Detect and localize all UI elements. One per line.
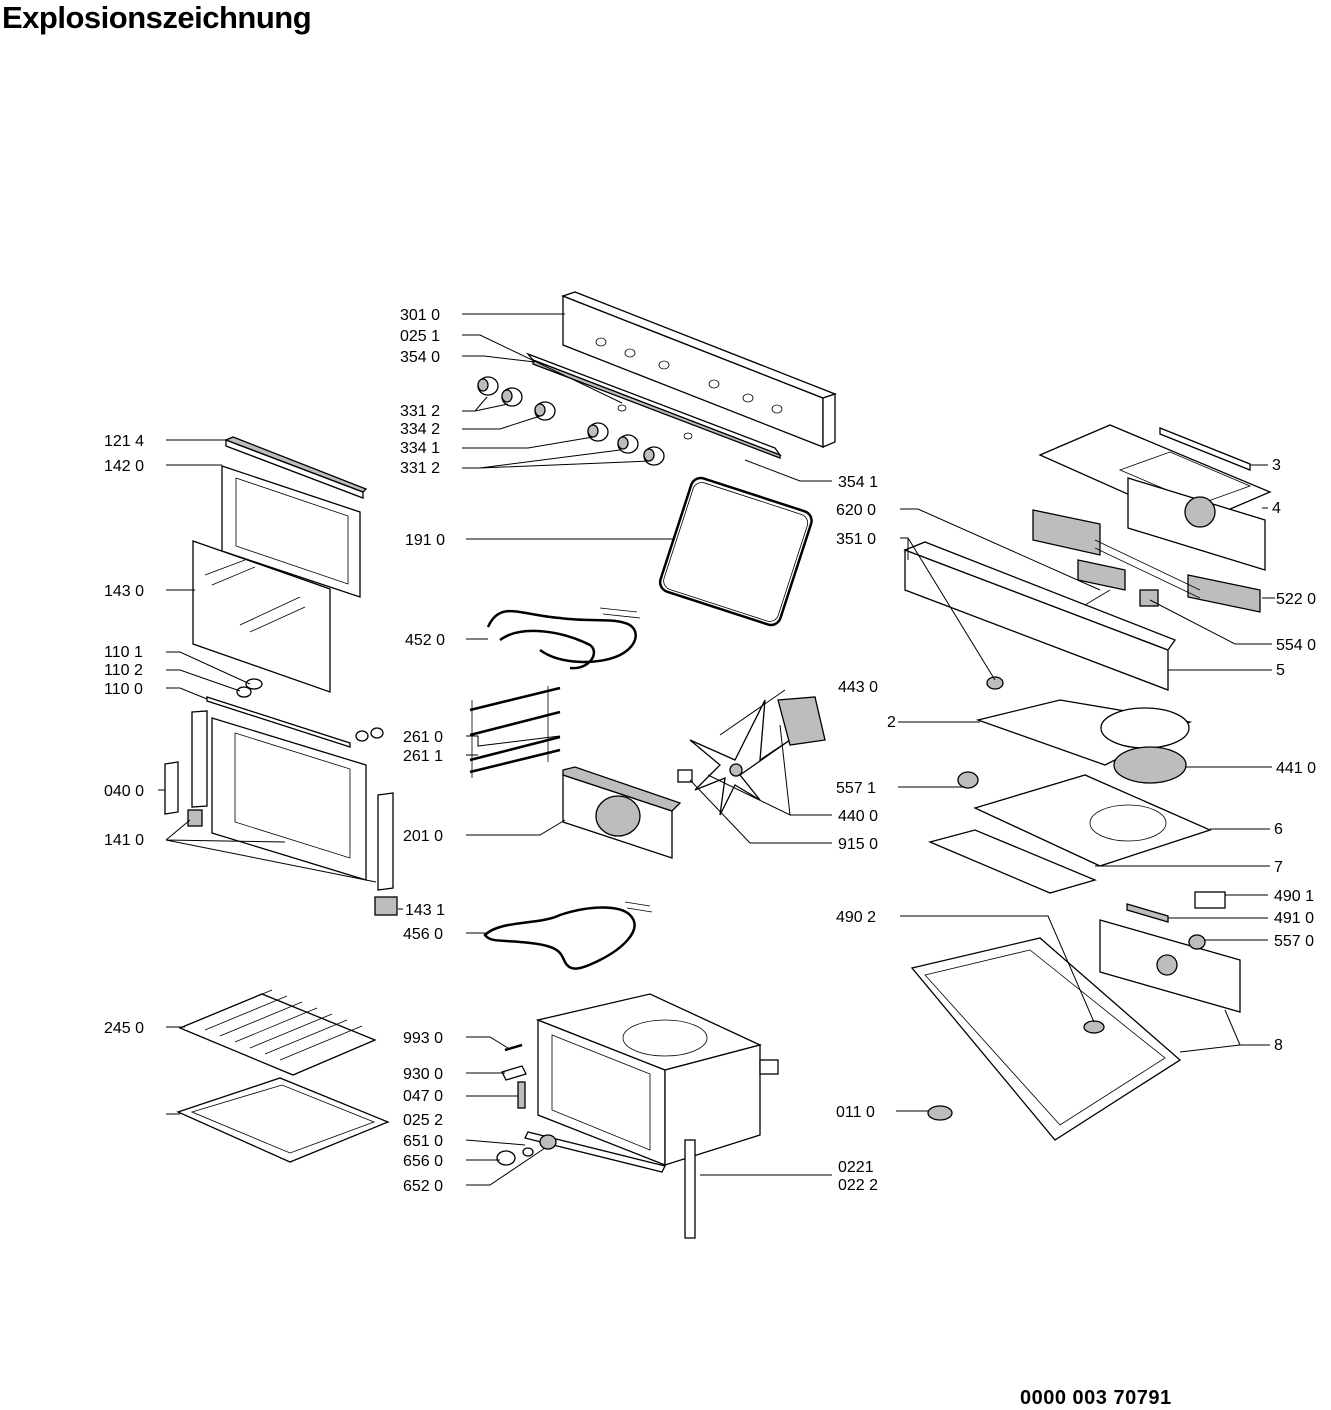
hinge-clip-parts [206,678,384,748]
baking-tray-part [176,1077,390,1163]
trim-strip-part [525,352,782,459]
part-label: 656 0 [403,1153,443,1170]
door-glass-part [192,540,331,693]
outer-housing-part [910,891,1241,1141]
part-label: 651 0 [403,1133,443,1150]
part-label: 440 0 [838,808,878,825]
part-label: 652 0 [403,1178,443,1195]
part-label: 490 2 [836,909,876,926]
top-heating-element-part [486,607,641,670]
part-label: 5 [1276,662,1285,679]
small-fastener-parts [496,1043,696,1239]
part-label: 334 2 [400,421,440,438]
part-label: 4 [1272,500,1281,517]
part-label: 351 0 [836,531,876,548]
lower-heating-element-part [483,901,653,970]
part-label: 557 1 [836,780,876,797]
part-label: 025 1 [400,328,440,345]
part-label: 143 1 [405,902,445,919]
part-label: 554 0 [1276,637,1316,654]
part-label: 047 0 [403,1088,443,1105]
rack-rail-parts [469,686,561,778]
rear-frame-part [1127,477,1266,571]
part-label: 245 0 [104,1020,144,1037]
part-label: 930 0 [403,1066,443,1083]
bottom-plate-parts [928,771,1212,894]
part-label: 490 1 [1274,888,1314,905]
part-label: 993 0 [403,1030,443,1047]
control-panel-part [561,291,837,448]
fan-cover-part [562,766,682,859]
parts-drawing [164,291,1272,1239]
part-label: 3 [1272,457,1281,474]
part-label: 110 1 [104,644,143,661]
part-label: 2 [887,714,896,731]
part-label: 191 0 [405,532,445,549]
page-title: Explosionszeichnung [2,0,312,35]
part-label: 025 2 [403,1112,443,1129]
inner-door-frame-part [221,465,361,598]
wire-shelf-part [178,989,377,1076]
part-label: 301 0 [400,307,440,324]
control-frame-part [903,541,1177,691]
part-label: 8 [1274,1037,1283,1054]
part-label: 022 2 [838,1177,878,1194]
part-label: 141 0 [104,832,144,849]
door-top-trim-part [224,436,368,499]
part-label: 201 0 [403,828,443,845]
outer-door-part [164,710,398,916]
part-label: 110 0 [104,681,143,698]
part-label: 557 0 [1274,933,1314,950]
part-label: 110 2 [104,662,143,679]
part-label: 011 0 [836,1104,875,1121]
part-label: 452 0 [405,632,445,649]
top-plate-part [975,699,1193,784]
part-labels: 301 0 025 1 354 0 331 2 334 2 334 1 331 … [104,307,1316,1195]
part-label: 261 0 [403,729,443,746]
leader-lines [158,313,1275,1186]
part-label: 142 0 [104,458,144,475]
part-label: 441 0 [1276,760,1316,777]
part-label: 143 0 [104,583,144,600]
part-label: 331 2 [400,460,440,477]
part-label: 121 4 [104,433,144,450]
knob-parts [477,376,665,466]
part-label: 443 0 [838,679,878,696]
part-label: 334 1 [400,440,440,457]
part-label: 040 0 [104,783,144,800]
part-label: 6 [1274,821,1283,838]
part-label: 7 [1274,859,1283,876]
part-label: 354 1 [838,474,878,491]
fan-assembly-part [677,696,826,816]
control-electronics-part [1032,509,1261,613]
part-label: 522 0 [1276,591,1316,608]
part-label: 915 0 [838,836,878,853]
part-label: 620 0 [836,502,876,519]
part-label: 456 0 [403,926,443,943]
part-label: 331 2 [400,403,440,420]
oven-cavity-part [535,993,779,1166]
oven-seal-part [658,476,813,627]
document-number: 0000 003 70791 [1020,1387,1172,1409]
part-label: 261 1 [403,748,443,765]
part-label: 354 0 [400,349,440,366]
part-label: 491 0 [1274,910,1314,927]
part-label: 0221 [838,1159,874,1176]
